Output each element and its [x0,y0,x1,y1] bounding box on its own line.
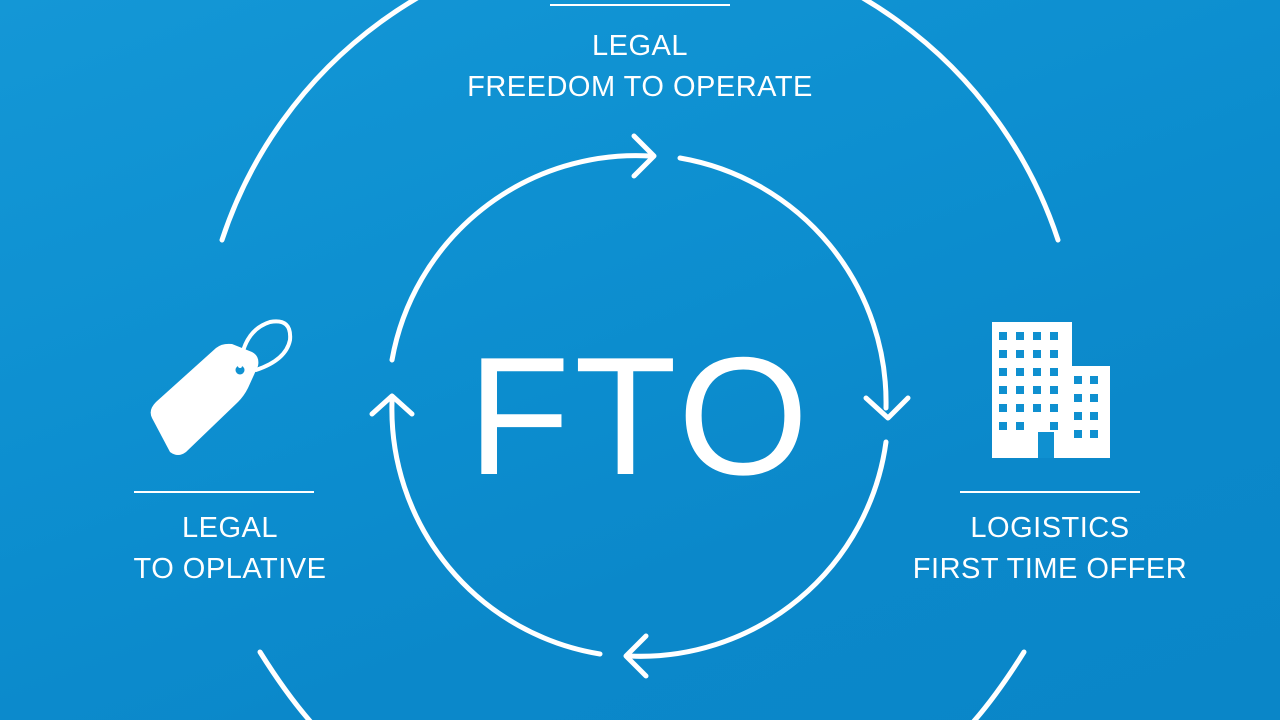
outer-ring-bottom-left-arc [257,649,313,720]
node-top-line-2: FREEDOM TO OPERATE [467,71,813,103]
node-right-line-2: FIRST TIME OFFER [912,553,1188,585]
cycle-arc-bottom-left [389,399,603,657]
node-left-line-1: LEGAL [182,512,278,544]
center-label: FTO [467,322,813,510]
arrow-right-icon [863,395,911,421]
outer-ring-bottom-right-arc [971,649,1027,720]
price-tag-hole [235,365,245,375]
outer-ring [219,0,1061,720]
cycle-arc-bottom-right [625,439,889,659]
node-right-line-1: LOGISTICS [970,512,1130,544]
price-tag-icon [150,319,293,455]
building-short [1060,366,1110,458]
node-left-line-2: TO OPLATIVE [133,553,327,585]
building-windows [999,332,1098,458]
arrow-left-icon [369,393,415,417]
node-left-label: LEGAL TO OPLATIVE [90,514,370,584]
outer-ring-top-arc [219,0,1061,243]
office-building-icon [992,322,1110,458]
cycle-arc-top-right [677,155,889,411]
divider-lines [134,4,1140,493]
arrow-top-icon [631,133,657,179]
inner-cycle [369,133,911,679]
building-door [1038,432,1054,458]
node-top-line-1: LEGAL [592,30,688,62]
price-tag-body [150,343,259,455]
node-top-label: LEGAL FREEDOM TO OPERATE [440,32,840,102]
cycle-arc-top-left [389,153,653,363]
price-tag-string [238,319,293,372]
arrow-bottom-icon [623,633,649,679]
node-right-label: LOGISTICS FIRST TIME OFFER [900,514,1200,584]
